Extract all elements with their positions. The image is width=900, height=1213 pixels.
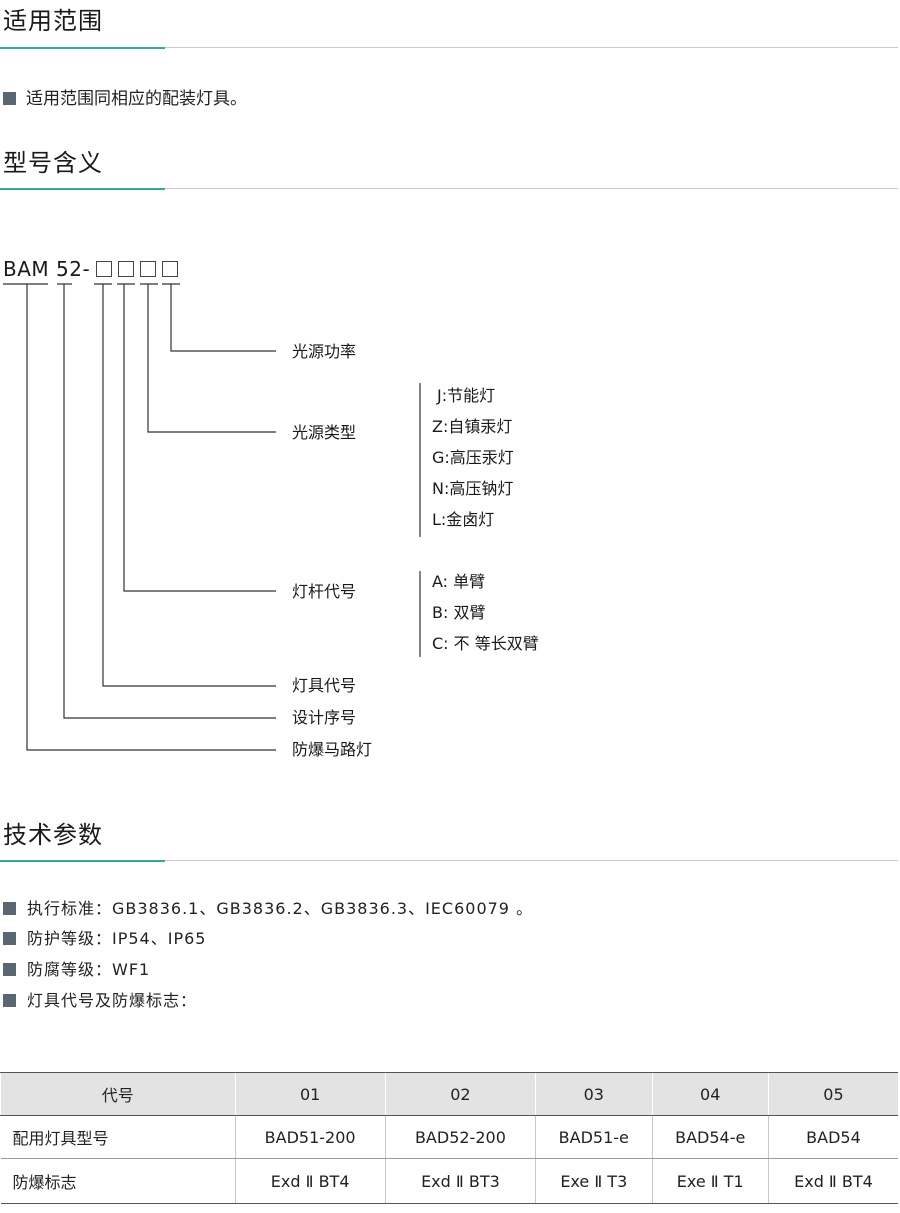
- source-option: Z:自镇汞灯: [432, 417, 513, 436]
- table-header-row: 代号 01 02 03 04 05: [0, 1072, 898, 1116]
- spec-text: 执行标准：GB3836.1、GB3836.2、GB3836.3、IEC60079…: [27, 899, 534, 918]
- label-lamp-code: 灯具代号: [292, 676, 357, 695]
- code-number: 52: [56, 257, 83, 281]
- section-title-scope: 适用范围: [3, 7, 103, 35]
- table-row: 配用灯具型号 BAD51-200 BAD52-200 BAD51-e BAD54…: [0, 1115, 898, 1159]
- code-placeholder-box: [140, 261, 157, 277]
- table-cell: BAD54-e: [651, 1115, 769, 1159]
- spec-item: 防护等级：IP54、IP65: [3, 928, 206, 950]
- code-placeholder-box: [96, 261, 113, 277]
- pole-option: A: 单臂: [432, 572, 486, 591]
- section-divider: [0, 47, 898, 49]
- section-divider: [0, 860, 898, 862]
- table-cell: BAD51-200: [234, 1115, 386, 1159]
- table-cell: Exd Ⅱ BT4: [767, 1158, 898, 1204]
- label-source-type: 光源类型: [292, 423, 357, 442]
- spec-item: 灯具代号及防爆标志：: [3, 990, 197, 1012]
- spec-item: 防腐等级：WF1: [3, 959, 150, 981]
- pole-option: B: 双臂: [432, 603, 486, 622]
- table-cell: Exe Ⅱ T3: [535, 1158, 652, 1204]
- table-header-cell: 01: [234, 1072, 386, 1116]
- pole-option: C: 不 等长双臂: [432, 634, 539, 653]
- label-product: 防爆马路灯: [292, 740, 373, 759]
- model-diagram-lines: [3, 283, 421, 751]
- code-dash: -: [82, 257, 91, 281]
- bullet-square-icon: [3, 963, 16, 976]
- divider-accent: [0, 47, 165, 49]
- table-header-cell: 02: [384, 1072, 536, 1116]
- table-cell: 配用灯具型号: [0, 1115, 235, 1159]
- spec-text: 灯具代号及防爆标志：: [27, 991, 198, 1010]
- source-option: J:节能灯: [437, 386, 496, 405]
- table-cell: BAD52-200: [384, 1115, 536, 1159]
- table-header-cell: 代号: [0, 1072, 235, 1116]
- label-power: 光源功率: [292, 342, 357, 361]
- table-cell: BAD51-e: [535, 1115, 652, 1159]
- table-row: 防爆标志 Exd Ⅱ BT4 Exd Ⅱ BT3 Exe Ⅱ T3 Exe Ⅱ …: [0, 1158, 898, 1204]
- bullet-item: 适用范围同相应的配装灯具。: [3, 88, 247, 110]
- code-prefix: BAM: [3, 257, 50, 281]
- divider-accent: [0, 860, 165, 862]
- source-option: L:金卤灯: [432, 510, 495, 529]
- bullet-square-icon: [3, 932, 16, 945]
- source-option: N:高压钠灯: [432, 479, 514, 498]
- spec-text: 防护等级：IP54、IP65: [27, 929, 207, 948]
- model-code: BAM 52-: [3, 256, 179, 282]
- label-pole-code: 灯杆代号: [292, 582, 357, 601]
- section-divider: [0, 188, 898, 190]
- spec-text: 防腐等级：WF1: [27, 960, 151, 979]
- spec-item: 执行标准：GB3836.1、GB3836.2、GB3836.3、IEC60079…: [3, 898, 533, 920]
- bullet-square-icon: [3, 902, 16, 915]
- code-placeholder-box: [162, 261, 179, 277]
- code-placeholder-box: [118, 261, 135, 277]
- section-title-model: 型号含义: [3, 149, 103, 177]
- divider-accent: [0, 188, 165, 190]
- table-cell: Exd Ⅱ BT3: [384, 1158, 536, 1204]
- table-header-cell: 05: [767, 1072, 898, 1116]
- table-header-cell: 03: [535, 1072, 652, 1116]
- bullet-square-icon: [3, 92, 16, 105]
- table-cell: Exe Ⅱ T1: [651, 1158, 769, 1204]
- table-cell: Exd Ⅱ BT4: [234, 1158, 386, 1204]
- table-header-cell: 04: [651, 1072, 769, 1116]
- bullet-text: 适用范围同相应的配装灯具。: [26, 89, 247, 109]
- section-title-specs: 技术参数: [3, 821, 103, 849]
- bullet-square-icon: [3, 994, 16, 1007]
- label-design-seq: 设计序号: [292, 708, 357, 727]
- table-cell: BAD54: [767, 1115, 898, 1159]
- code-table: 代号 01 02 03 04 05 配用灯具型号 BAD51-200 BAD52…: [0, 1072, 898, 1204]
- source-option: G:高压汞灯: [432, 448, 514, 467]
- table-cell: 防爆标志: [0, 1158, 235, 1204]
